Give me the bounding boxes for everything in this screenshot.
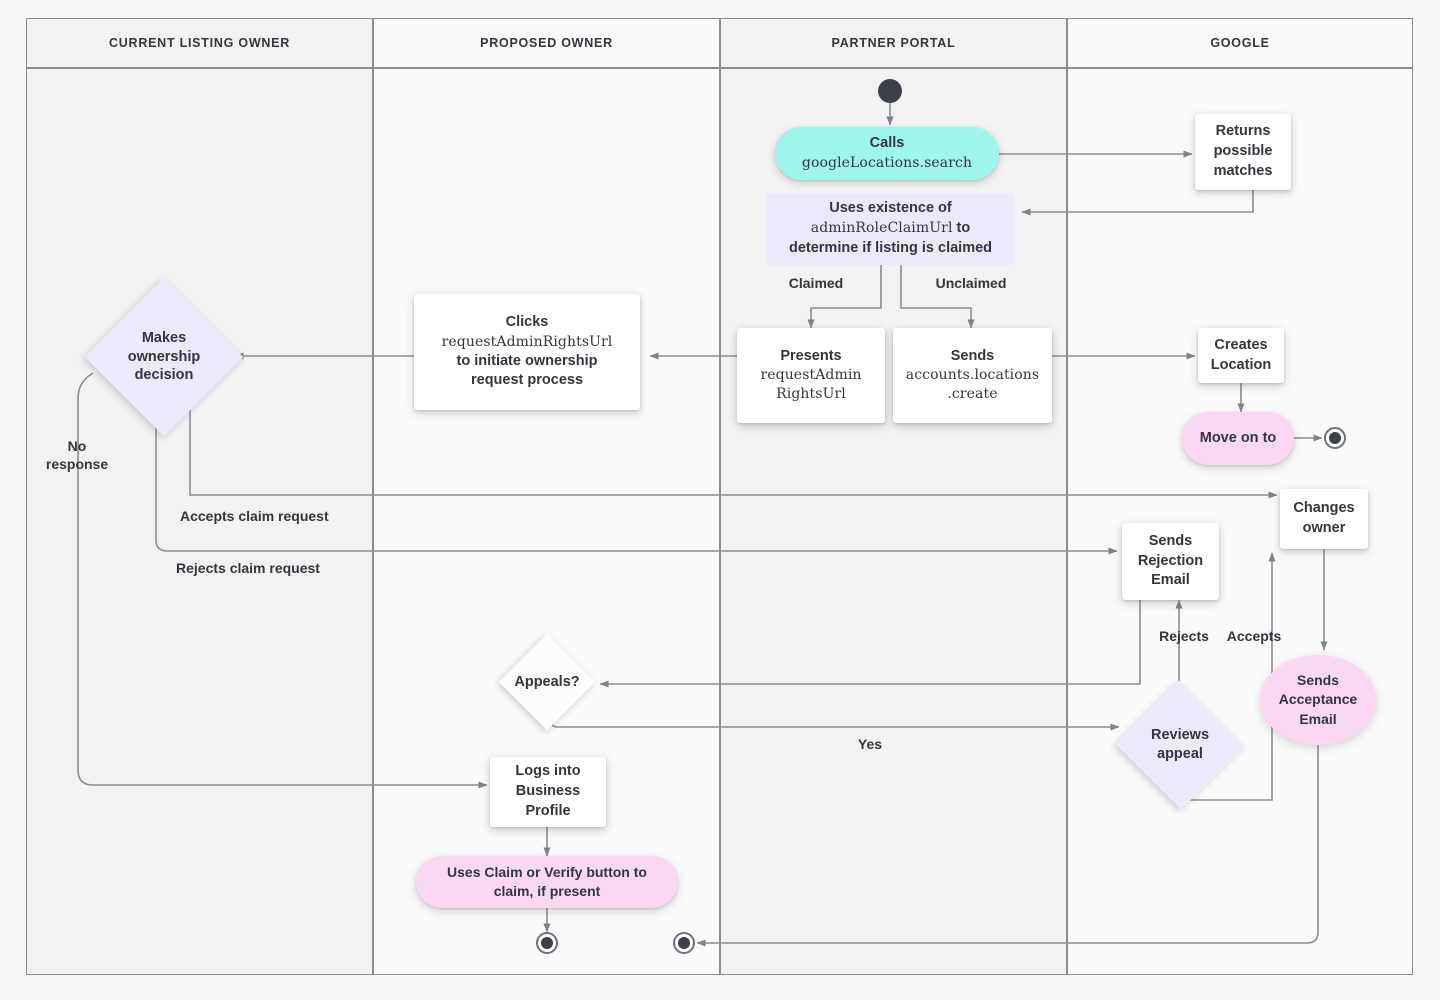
node-label: Returns possible matches [1213, 123, 1273, 179]
node-line-2-suffix: to [952, 220, 971, 237]
node-clicks-requestadminrightsurl[interactable]: Clicks requestAdminRightsUrl to initiate… [414, 294, 640, 410]
edge-label-unclaimed: Unclaimed [935, 275, 1007, 291]
node-line-4: request process [470, 372, 584, 389]
lane-header-label: PROPOSED OWNER [480, 36, 613, 50]
lane-header-current-listing-owner: CURRENT LISTING OWNER [26, 18, 373, 68]
node-label: Sends Rejection Email [1137, 532, 1204, 589]
edge-label-accepts: Accepts [1226, 628, 1282, 644]
node-line-3: determine if listing is claimed [788, 239, 993, 256]
node-logs-into-business-profile[interactable]: Logs into Business Profile [490, 757, 606, 827]
node-line-1: Uses existence of [829, 200, 952, 217]
node-label: Creates Location [1210, 336, 1272, 373]
node-line-3: to initiate ownership [456, 352, 598, 369]
node-line-2: accounts.locations [905, 367, 1040, 384]
node-line-1: Clicks [505, 313, 549, 330]
end-node-proposed-owner [536, 932, 558, 954]
end-node-proposed-owner-secondary [673, 932, 695, 954]
node-label: Move on to [1199, 429, 1277, 446]
node-reviews-appeal[interactable]: Reviews appeal [1115, 680, 1245, 810]
node-returns-possible-matches[interactable]: Returns possible matches [1195, 114, 1291, 190]
edge-label-rejects-claim-request: Rejects claim request [176, 560, 320, 576]
node-line-1: Presents [780, 347, 842, 364]
node-line-3: RightsUrl [776, 386, 846, 403]
node-line-2: requestAdmin [760, 367, 862, 384]
node-label: Appeals? [514, 673, 580, 690]
node-label: Changes owner [1293, 500, 1355, 536]
node-label: Makes ownership decision [127, 329, 201, 384]
node-line-1: Calls [869, 135, 905, 152]
lane-header-partner-portal: PARTNER PORTAL [720, 18, 1067, 68]
node-sends-rejection-email[interactable]: Sends Rejection Email [1122, 523, 1219, 600]
node-line-1: Sends [950, 347, 995, 364]
node-uses-claim-or-verify-button[interactable]: Uses Claim or Verify button to claim, if… [416, 856, 678, 908]
edge-label-accepts-claim-request: Accepts claim request [180, 508, 329, 524]
node-changes-owner[interactable]: Changes owner [1280, 489, 1368, 549]
lane-header-proposed-owner: PROPOSED OWNER [373, 18, 720, 68]
node-appeals-decision[interactable]: Appeals? [498, 633, 596, 731]
node-calls-googlelocations-search[interactable]: Calls googleLocations.search [775, 127, 999, 180]
node-move-on-to[interactable]: Move on to [1182, 412, 1294, 465]
node-makes-ownership-decision[interactable]: Makes ownership decision [84, 277, 244, 437]
node-label: Reviews appeal [1150, 727, 1210, 762]
node-label: Logs into Business Profile [515, 763, 581, 819]
edge-label-yes: Yes [857, 736, 883, 752]
lane-header-label: GOOGLE [1210, 36, 1270, 50]
node-line-3: .create [947, 386, 998, 403]
edge-label-no-response: No response [45, 438, 109, 473]
lane-header-label: CURRENT LISTING OWNER [108, 36, 291, 50]
node-line-2: adminRoleClaimUrl to [811, 219, 971, 239]
lane-header-google: GOOGLE [1067, 18, 1413, 68]
node-line-2: requestAdminRightsUrl [441, 333, 613, 350]
lane-header-label: PARTNER PORTAL [831, 36, 956, 50]
lane-body-proposed-owner [373, 68, 720, 975]
node-label: Sends Acceptance Email [1278, 672, 1358, 727]
node-presents-requestadminrightsurl[interactable]: Presents requestAdmin RightsUrl [737, 328, 885, 423]
edge-label-claimed: Claimed [788, 275, 844, 291]
node-line-2: googleLocations.search [801, 154, 973, 171]
code-adminroleclaimurl: adminRoleClaimUrl [810, 220, 953, 237]
start-node [878, 79, 902, 103]
edge-label-rejects: Rejects [1159, 628, 1209, 644]
node-uses-existence-of-adminroleclaimurl[interactable]: Uses existence of adminRoleClaimUrl to d… [766, 193, 1015, 265]
node-sends-accounts-locations-create[interactable]: Sends accounts.locations .create [893, 328, 1052, 423]
end-node-google [1324, 427, 1346, 449]
node-creates-location[interactable]: Creates Location [1198, 328, 1284, 383]
node-sends-acceptance-email[interactable]: Sends Acceptance Email [1260, 655, 1376, 745]
node-label: Uses Claim or Verify button to claim, if… [447, 863, 647, 899]
